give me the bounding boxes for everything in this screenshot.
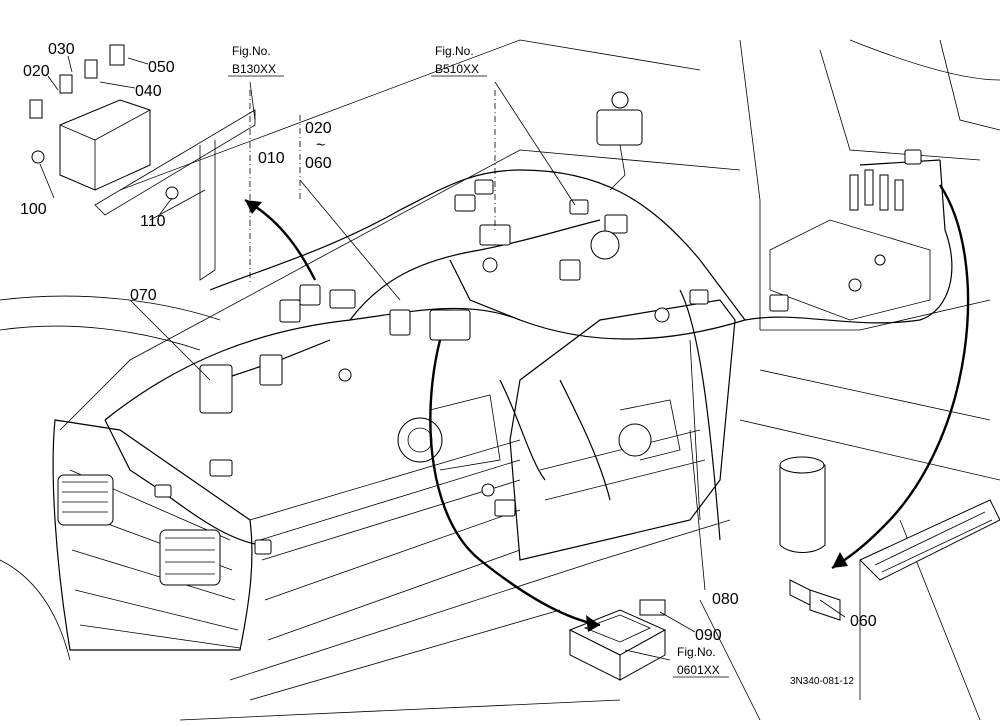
fig-ref-code: 0601XX [677, 663, 720, 677]
callout-060: 060 [850, 613, 877, 630]
callout-070: 070 [130, 287, 157, 304]
callout-040: 040 [135, 83, 162, 100]
fig-ref-code: B130XX [232, 62, 276, 76]
dash-dot-lines [249, 90, 496, 285]
fig-ref-code: B510XX [435, 62, 479, 76]
callout-090: 090 [695, 627, 722, 644]
step-plate [859, 499, 1000, 581]
callout-labels: 020 030 050 040 100 110 070 010 020 ~ 06… [20, 41, 877, 644]
pointer-arrows [244, 184, 970, 632]
instrument-connectors [769, 169, 931, 321]
front-grille [52, 419, 521, 651]
callout-110: 110 [140, 213, 166, 230]
figure-reference-b130xx: Fig.No. B130XX [228, 44, 284, 77]
range-tilde: ~ [316, 137, 325, 154]
callout-010: 010 [258, 150, 285, 167]
fuse-box [29, 44, 179, 200]
reservoir-tank [779, 456, 826, 553]
fig-ref-title: Fig.No. [232, 44, 271, 58]
figure-reference-0601xx: Fig.No. 0601XX [673, 645, 729, 678]
harness-connectors [154, 149, 922, 621]
fig-ref-title: Fig.No. [435, 44, 474, 58]
leader-lines [39, 55, 846, 661]
callout-020-left: 020 [23, 63, 50, 80]
callout-050: 050 [148, 59, 175, 76]
drawing-number: 3N340-081-12 [790, 676, 854, 687]
callout-100: 100 [20, 201, 47, 218]
relay-unit [596, 91, 643, 191]
callout-030: 030 [48, 41, 75, 58]
headlight-left [57, 474, 114, 526]
fig-ref-title: Fig.No. [677, 645, 716, 659]
bracket-plate [94, 109, 256, 281]
range-end-060: 060 [305, 155, 332, 172]
headlight-right [159, 529, 221, 586]
figure-reference-b510xx: Fig.No. B510XX [431, 44, 487, 77]
range-start-020: 020 [305, 120, 332, 137]
wire-harness [104, 159, 953, 546]
callout-080: 080 [712, 591, 739, 608]
tractor-body-outline [0, 39, 1000, 721]
